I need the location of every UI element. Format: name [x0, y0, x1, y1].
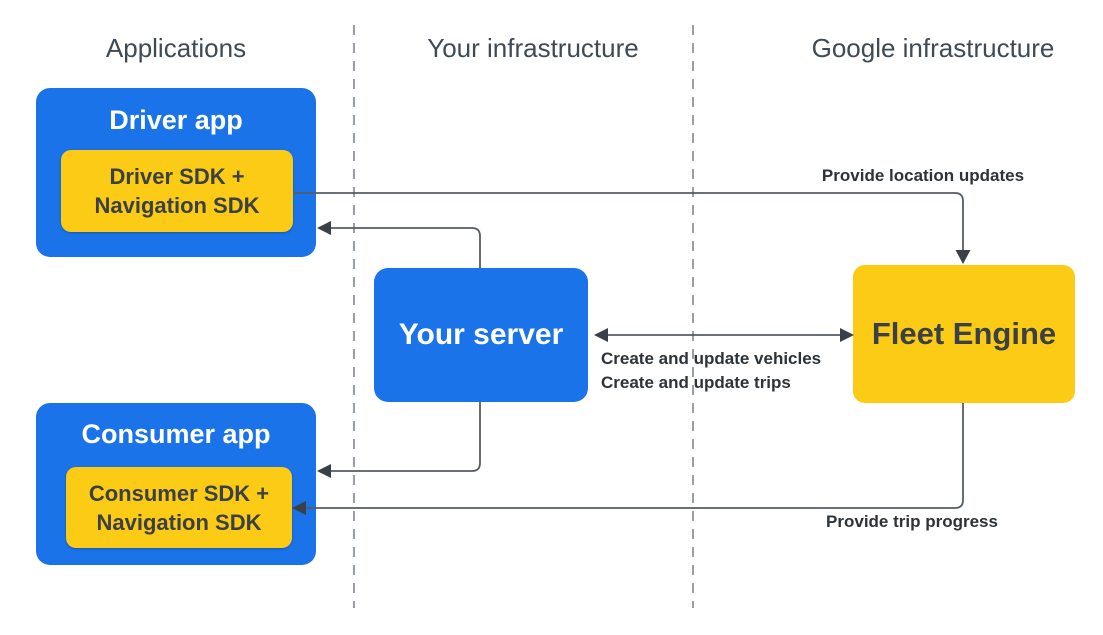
edge-label-create-and-update: Create and update vehicles Create and up… [601, 349, 822, 392]
edge-trip-progress-line [306, 403, 964, 509]
arrowhead-left-into-your-server-icon [594, 328, 608, 342]
column-header-your-infrastructure: Your infrastructure [427, 33, 639, 63]
driver-app-title: Driver app [109, 105, 243, 135]
your-server-title: Your server [398, 318, 564, 351]
edge-server-to-consumer-line [331, 402, 481, 472]
edge-label-provide-trip-progress: Provide trip progress [826, 512, 998, 531]
your-server-node: Your server [374, 268, 588, 402]
fleet-engine-node: Fleet Engine [853, 265, 1075, 403]
arrowhead-right-into-fleet-engine-icon [840, 328, 854, 342]
consumer-sdk-node: Consumer SDK + Navigation SDK [66, 467, 292, 548]
column-header-google-infrastructure: Google infrastructure [811, 33, 1055, 63]
arrowhead-down-into-fleet-engine-icon [955, 250, 971, 264]
edge-label-provide-location-updates: Provide location updates [821, 166, 1025, 185]
consumer-app-title: Consumer app [81, 419, 271, 449]
edge-server-to-driver-line [331, 227, 481, 268]
driver-app-node: Driver app Driver SDK + Navigation SDK [36, 88, 316, 257]
fleet-engine-title: Fleet Engine [871, 316, 1057, 351]
column-header-applications: Applications [105, 33, 247, 63]
edge-location-updates-line [293, 192, 964, 250]
arrowhead-left-into-consumer-app-icon [317, 464, 331, 478]
consumer-app-node: Consumer app Consumer SDK + Navigation S… [36, 403, 316, 565]
arrowhead-left-into-driver-app-icon [317, 221, 331, 235]
driver-sdk-node: Driver SDK + Navigation SDK [61, 150, 293, 232]
